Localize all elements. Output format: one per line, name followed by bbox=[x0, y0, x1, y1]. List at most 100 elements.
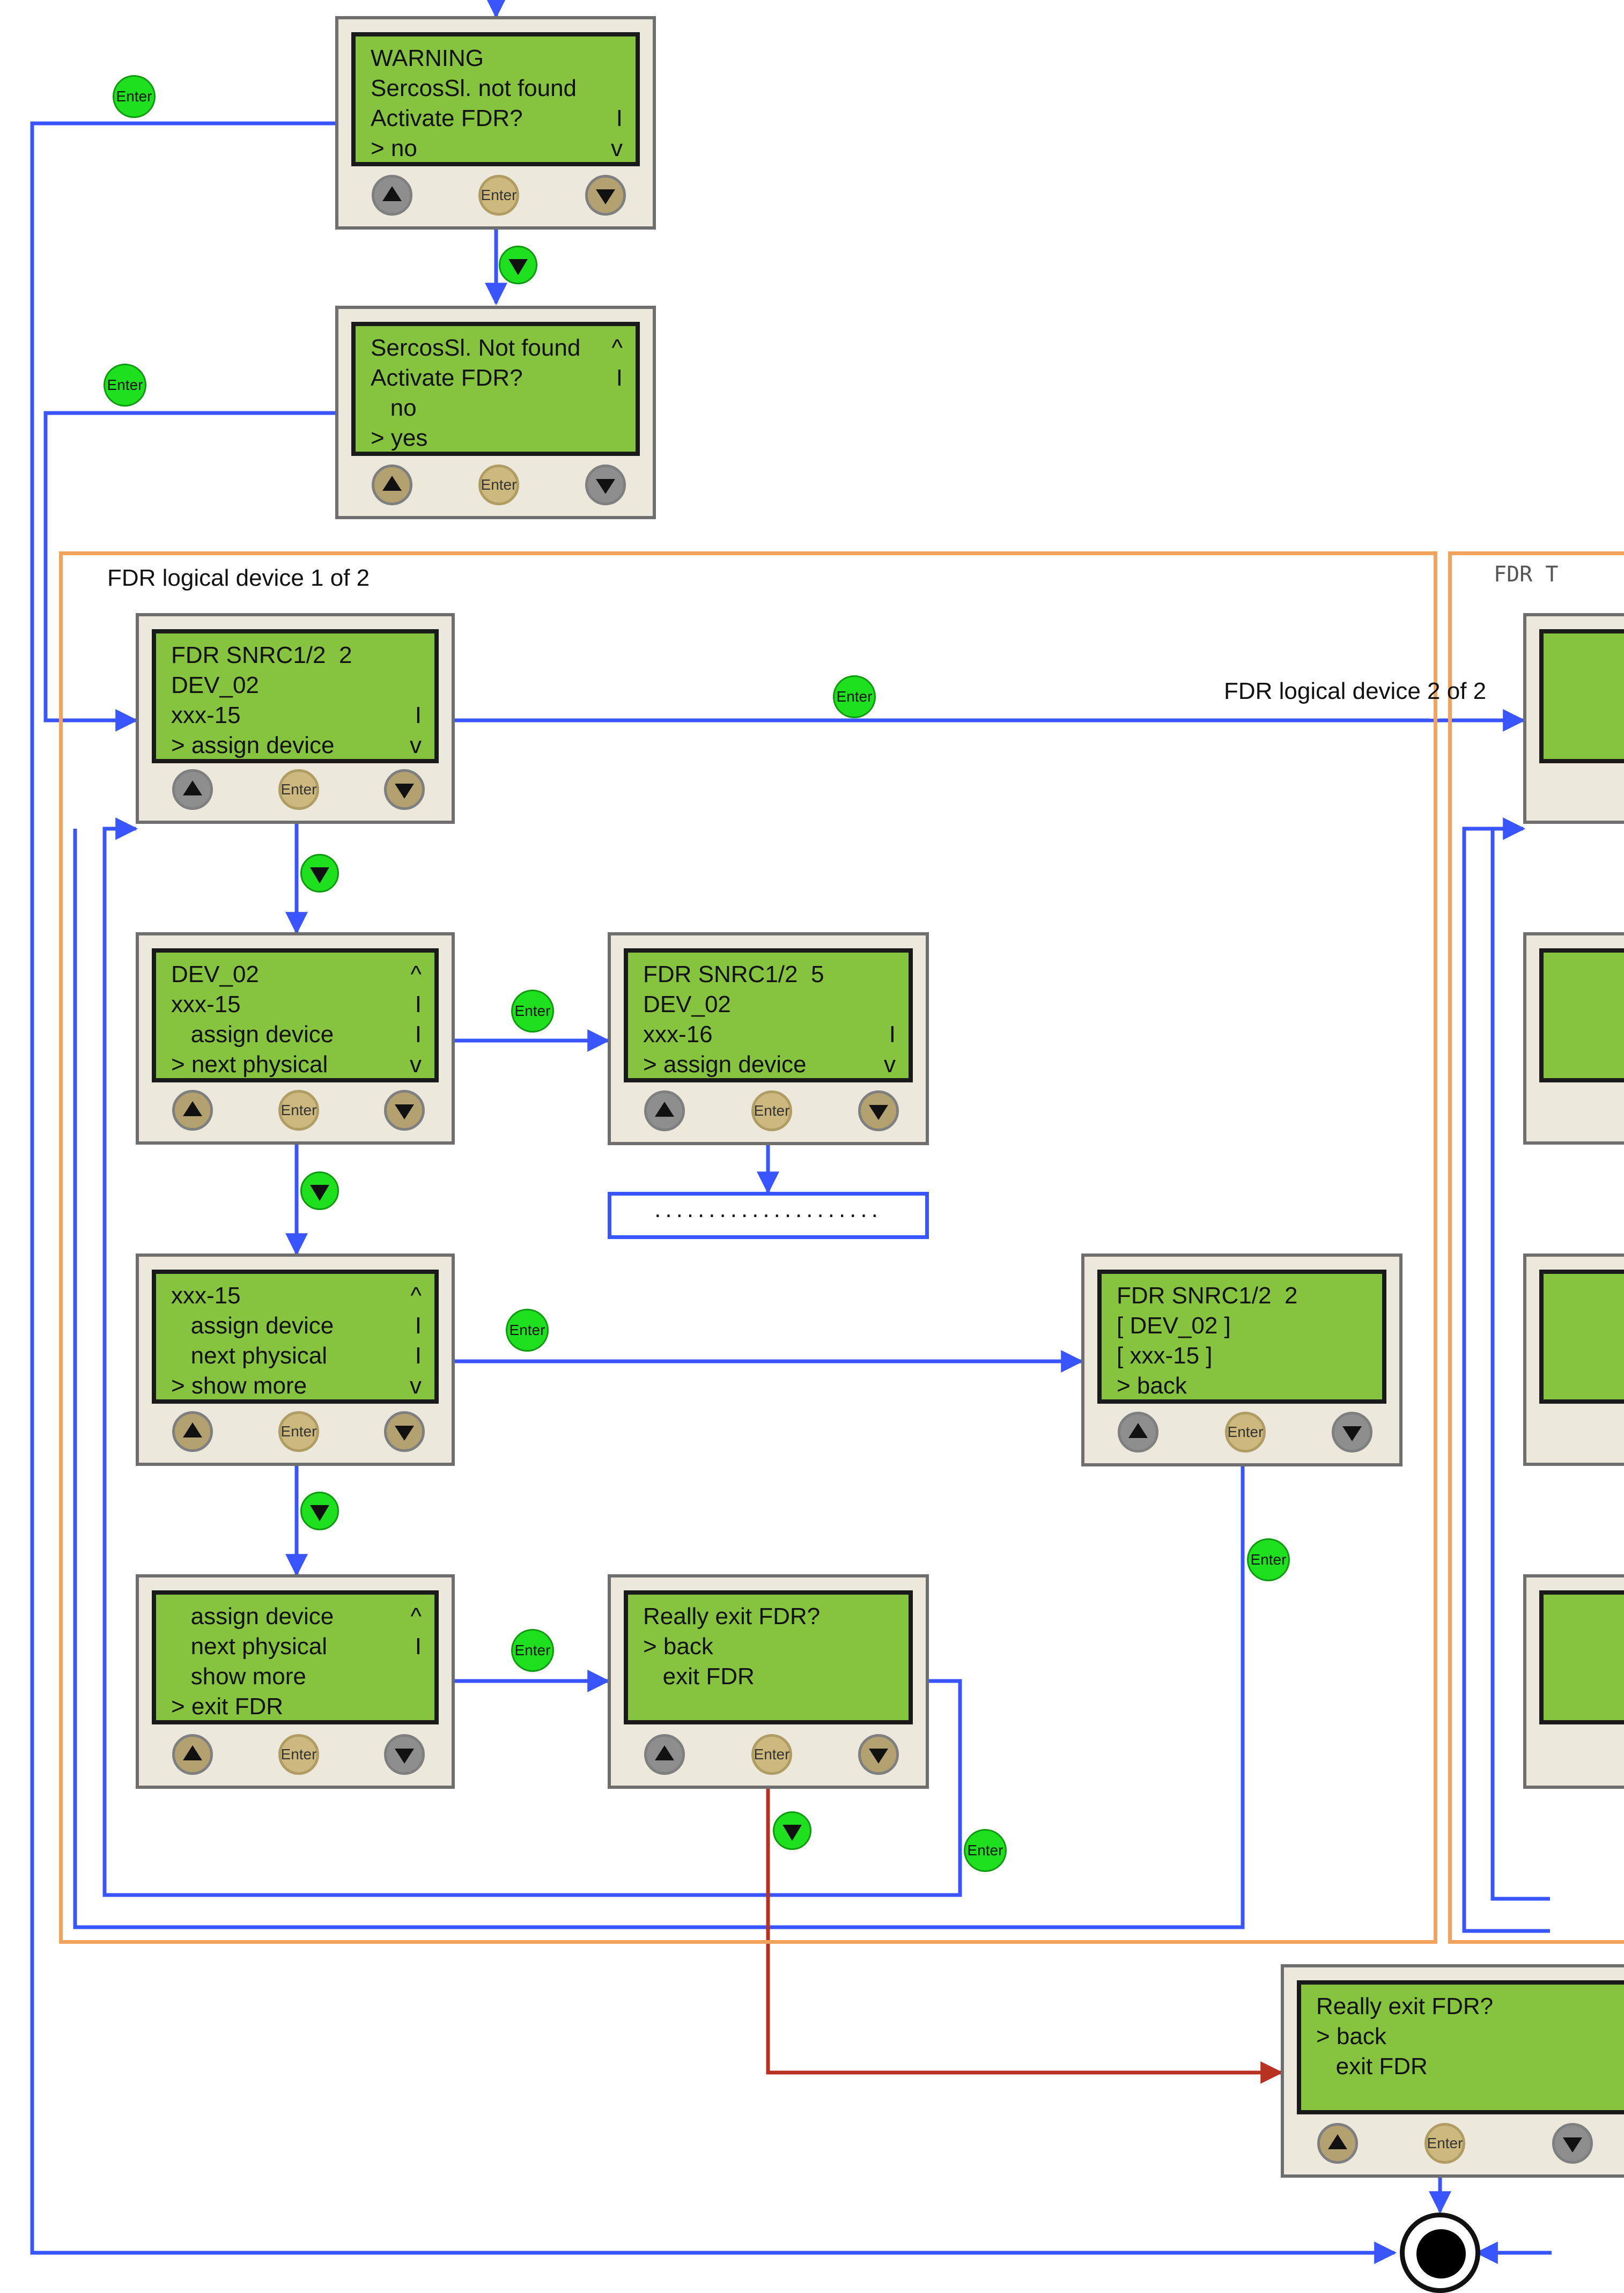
down-arrow-button[interactable] bbox=[384, 1734, 425, 1775]
lcd-line-text: > back bbox=[643, 1633, 713, 1660]
scroll-indicator: I bbox=[415, 1021, 422, 1048]
enter-button[interactable]: Enter bbox=[478, 465, 519, 505]
down-arrow-button[interactable] bbox=[858, 1734, 899, 1775]
enter-transition-badge: Enter bbox=[511, 1629, 554, 1672]
down-arrow-button[interactable] bbox=[1332, 1412, 1372, 1453]
lcd-line: show more bbox=[171, 1661, 422, 1692]
lcd-line-text: next physical bbox=[171, 1633, 328, 1660]
lcd-line: > back bbox=[1316, 2021, 1624, 2052]
down-transition-badge bbox=[300, 1492, 339, 1530]
lcd-line: DEV_02 bbox=[171, 670, 422, 701]
down-arrow-button[interactable] bbox=[585, 465, 626, 505]
down-arrow-icon bbox=[508, 259, 528, 275]
up-arrow-icon bbox=[183, 780, 202, 795]
lcd-line-text: DEV_02 bbox=[171, 961, 259, 987]
down-arrow-icon bbox=[395, 1749, 414, 1764]
lcd-line: WARNING bbox=[371, 43, 623, 74]
up-arrow-button[interactable] bbox=[1317, 2123, 1358, 2164]
scroll-indicator: v bbox=[410, 1373, 422, 1399]
scroll-indicator: ^ bbox=[611, 335, 623, 361]
lcd-line-text: SercosSl. Not found bbox=[371, 335, 581, 361]
lcd-line: assign device^ bbox=[171, 1601, 422, 1632]
enter-button[interactable]: Enter bbox=[278, 1090, 319, 1131]
enter-button[interactable]: Enter bbox=[751, 1090, 792, 1131]
enter-button[interactable]: Enter bbox=[751, 1734, 792, 1775]
lcd-line-text: [ xxx-15 ] bbox=[1117, 1343, 1213, 1369]
lcd-line-text: > show more bbox=[171, 1373, 307, 1399]
down-arrow-button[interactable] bbox=[585, 175, 626, 216]
down-arrow-button[interactable] bbox=[384, 1090, 425, 1131]
enter-transition-badge: Enter bbox=[506, 1309, 549, 1352]
lcd-screen: Really exit FDR? > back exit FDR bbox=[624, 1590, 913, 1724]
enter-button[interactable]: Enter bbox=[278, 769, 319, 810]
enter-transition-badge: Enter bbox=[511, 990, 554, 1033]
down-arrow-icon bbox=[395, 1104, 414, 1119]
lcd-line-text: xxx-15 bbox=[171, 702, 241, 728]
up-arrow-button[interactable] bbox=[644, 1734, 685, 1775]
device2-panel-2 bbox=[1523, 932, 1624, 1145]
enter-button[interactable]: Enter bbox=[278, 1411, 319, 1452]
up-arrow-button[interactable] bbox=[372, 175, 412, 216]
up-arrow-button[interactable] bbox=[172, 1090, 213, 1131]
scroll-indicator: I bbox=[415, 991, 422, 1018]
down-arrow-button[interactable] bbox=[1552, 2123, 1593, 2164]
enter-button[interactable]: Enter bbox=[1225, 1412, 1266, 1453]
lcd-line-text: exit FDR bbox=[1316, 2053, 1428, 2080]
device2-panel-3 bbox=[1523, 1254, 1624, 1466]
scroll-indicator: I bbox=[415, 1343, 422, 1369]
lcd-line-text: show more bbox=[171, 1663, 306, 1690]
lcd-panel-really-exit: Really exit FDR? > back exit FDR Enter bbox=[608, 1574, 929, 1789]
up-arrow-button[interactable] bbox=[644, 1090, 685, 1131]
lcd-line-text: FDR SNRC1/2 2 bbox=[171, 642, 352, 668]
lcd-line-text: FDR SNRC1/2 5 bbox=[643, 961, 824, 987]
lcd-line-text: assign device bbox=[171, 1313, 334, 1339]
lcd-screen: FDR SNRC1/2 2[ DEV_02 ][ xxx-15 ]> back bbox=[1097, 1270, 1386, 1404]
enter-button[interactable]: Enter bbox=[478, 175, 519, 216]
lcd-line-text: > yes bbox=[371, 425, 428, 451]
down-arrow-button[interactable] bbox=[384, 1411, 425, 1452]
lcd-line: DEV_02^ bbox=[171, 959, 422, 990]
device2-panel-4 bbox=[1523, 1574, 1624, 1789]
down-arrow-button[interactable] bbox=[858, 1090, 899, 1131]
group-fdr-device-2 bbox=[1448, 551, 1624, 1944]
up-arrow-button[interactable] bbox=[1118, 1412, 1158, 1453]
enter-transition-badge: Enter bbox=[1247, 1538, 1290, 1581]
lcd-panel-activate: SercosSl. Not found^Activate FDR?I no> y… bbox=[335, 306, 656, 519]
lcd-line: FDR SNRC1/2 5 bbox=[643, 959, 896, 990]
lcd-line-text: Really exit FDR? bbox=[643, 1603, 821, 1630]
up-arrow-button[interactable] bbox=[172, 769, 213, 810]
up-arrow-button[interactable] bbox=[372, 465, 412, 505]
up-arrow-button[interactable] bbox=[172, 1411, 213, 1452]
down-arrow-icon bbox=[596, 479, 615, 494]
up-arrow-icon bbox=[382, 186, 402, 201]
down-arrow-icon bbox=[596, 189, 615, 204]
lcd-line: exit FDR bbox=[643, 1661, 896, 1692]
down-arrow-button[interactable] bbox=[384, 769, 425, 810]
scroll-indicator: v bbox=[410, 732, 422, 758]
up-arrow-button[interactable] bbox=[172, 1734, 213, 1775]
group-label-device-2: FDR logical device 2 of 2 bbox=[1224, 678, 1487, 704]
scroll-indicator: ^ bbox=[410, 1282, 422, 1309]
scroll-indicator: v bbox=[410, 1051, 422, 1078]
enter-transition-badge: Enter bbox=[964, 1829, 1007, 1872]
enter-button[interactable]: Enter bbox=[1424, 2123, 1465, 2164]
lcd-line-text: Activate FDR? bbox=[371, 365, 523, 391]
down-arrow-icon bbox=[1342, 1426, 1362, 1441]
lcd-line-text: > back bbox=[1316, 2023, 1386, 2049]
enter-button[interactable]: Enter bbox=[278, 1734, 319, 1775]
lcd-line-text: > next physical bbox=[171, 1051, 328, 1078]
lcd-line: > yes bbox=[371, 423, 623, 454]
lcd-line-text: next physical bbox=[171, 1343, 328, 1369]
